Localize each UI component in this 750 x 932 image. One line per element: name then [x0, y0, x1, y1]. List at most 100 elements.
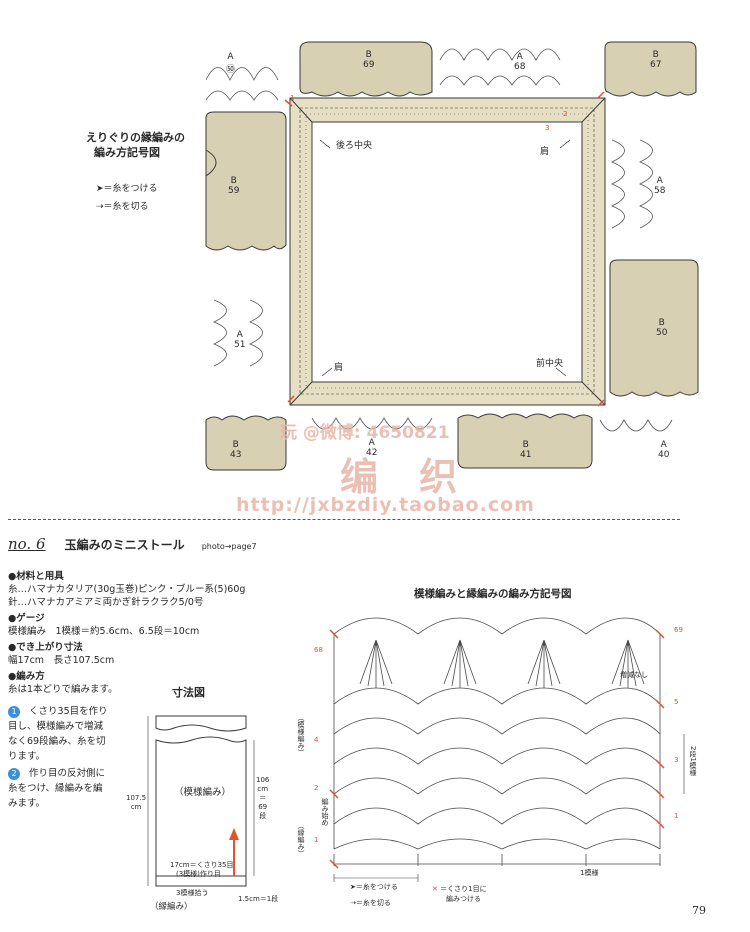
pattern-chart: 模様編みと縁編みの編み方記号図	[290, 586, 710, 916]
label-rows-repeat: 2段1模様	[689, 746, 697, 776]
watermark-line1: 玩 @微博: 4650821	[280, 423, 450, 443]
step-1-line2: 目し、模様編みで増減	[8, 721, 104, 732]
project-number: no. 6	[8, 535, 46, 553]
method-intro: 糸は1本どりで編みます。	[8, 684, 118, 695]
label-pattern-side: （模様編み）	[297, 714, 305, 756]
collar-legend-cut: ⇢＝糸を切る	[96, 202, 149, 212]
instructions: ●材料と用具 糸…ハマナカタリア(30g玉巻)ピンク・ブルー系(5)60g 針……	[8, 570, 298, 696]
section-divider	[8, 519, 680, 520]
motif-a-fans	[205, 48, 673, 432]
step-2: 2 作り目の反対側に 糸をつけ、縁編みを編 みます。	[8, 766, 148, 811]
size-diagram-title: 寸法図	[172, 686, 205, 699]
pattern-chart-title: 模様編みと縁編みの編み方記号図	[414, 588, 572, 600]
step-2-line3: みます。	[8, 798, 46, 809]
step-2-line1: 作り目の反対側に	[29, 768, 106, 779]
step-1-number: 1	[8, 706, 20, 718]
gauge-line1: 模様編み 1模様＝約5.6cm、6.5段＝10cm	[8, 626, 200, 637]
step-1-line4: ります。	[8, 751, 46, 762]
size-line1: 幅17cm 長さ107.5cm	[8, 655, 115, 666]
size-pattern-pick: 3模様拾う	[176, 889, 209, 897]
size-pattern-note: (3模様)作り目	[176, 870, 221, 878]
watermark-line2: 编 织	[340, 455, 472, 499]
row-num-2: 2	[314, 784, 319, 792]
step-1-line1: くさり35目を作り	[29, 706, 108, 717]
size-diagram-drawing	[147, 715, 255, 887]
project-photo-ref: photo→page7	[201, 542, 257, 551]
row-num-edge-1: 1	[314, 836, 319, 844]
page-number: 79	[692, 904, 706, 917]
motif-b-41	[457, 413, 593, 469]
motif-b-69	[299, 41, 433, 97]
row-num-5: 5	[674, 698, 679, 706]
size-heading: ●でき上がり寸法	[8, 642, 83, 653]
label-shoulder-right: 肩	[540, 147, 550, 157]
size-diagram-center: （模様編み）	[174, 787, 232, 798]
gauge-heading: ●ゲージ	[8, 613, 45, 624]
project-title: 玉編みのミニストール	[64, 538, 185, 552]
pattern-legend-stitch: ✕ ＝くさり1目に 編みつける	[432, 885, 487, 903]
watermark-line3: http://jxbzdiy.taobao.com	[236, 494, 535, 516]
collar-arrows	[319, 139, 571, 377]
step-2-line2: 糸をつけ、縁編みを編	[8, 783, 103, 794]
row-mark-2: 2	[563, 110, 568, 118]
label-no-change: 増減なし	[620, 671, 648, 679]
cut-symbol-icon: ⇢	[96, 202, 104, 212]
motif-b-59	[205, 111, 287, 251]
materials-line1: 糸…ハマナカタリア(30g玉巻)ピンク・ブルー系(5)60g	[8, 584, 246, 595]
collar-orange-marks	[284, 91, 605, 407]
label-back-center: 後ろ中央	[336, 141, 373, 151]
row-mark-3: 3	[545, 124, 550, 132]
motif-b-67	[604, 41, 697, 97]
label-chain-start: 編み始め	[321, 798, 329, 826]
stitch-symbol-icon: ✕	[432, 885, 438, 893]
label-shoulder-left: 肩	[334, 363, 344, 373]
materials-line2: 針…ハマナカアミアミ両かぎ針ラクラク5/0号	[8, 597, 204, 608]
step-1: 1 くさり35目を作り 目し、模様編みで増減 なく69段編み、糸を切 ります。	[8, 704, 148, 764]
pattern-legend-attach: ➤＝糸をつける	[350, 883, 398, 891]
collar-chart-diagram	[205, 41, 699, 471]
row-num-69: 69	[674, 626, 683, 634]
collar-chart-title: えりぐりの縁編みの 編み方記号図	[86, 131, 185, 159]
step-2-number: 2	[8, 768, 20, 780]
motif-b-43	[205, 415, 287, 471]
row-num-4: 4	[314, 736, 319, 744]
cut-symbol-icon: ⇢	[350, 899, 356, 907]
size-edge-label: （縁編み）	[150, 902, 193, 912]
attach-symbol-icon: ➤	[350, 883, 356, 891]
collar-band	[289, 97, 606, 406]
row-mark-1: 1	[290, 94, 295, 102]
collar-legend-attach: ➤＝糸をつける	[96, 184, 158, 194]
materials-heading: ●材料と用具	[8, 571, 64, 582]
size-chain-note: 17cm＝くさり35目	[170, 861, 234, 869]
attach-symbol-icon: ➤	[96, 184, 104, 194]
method-heading: ●編み方	[8, 671, 45, 682]
row-num-68: 68	[314, 646, 323, 654]
row-num-3: 3	[674, 756, 679, 764]
pattern-chart-diagram	[329, 617, 685, 882]
size-edge-size: 1.5cm＝1段	[238, 895, 279, 903]
row-num-1: 1	[674, 812, 679, 820]
motif-b-50	[609, 259, 699, 397]
label-front-center: 前中央	[536, 359, 564, 369]
project-header: no. 6 玉編みのミニストール photo→page7	[8, 534, 328, 556]
label-edge-side: （縁編み）	[297, 822, 305, 857]
pattern-legend-cut: ⇢＝糸を切る	[350, 899, 391, 907]
watermark: 玩 @微博: 4650821 编 织 http://jxbzdiy.taobao…	[236, 418, 550, 528]
step-1-line3: なく69段編み、糸を切	[8, 736, 106, 747]
